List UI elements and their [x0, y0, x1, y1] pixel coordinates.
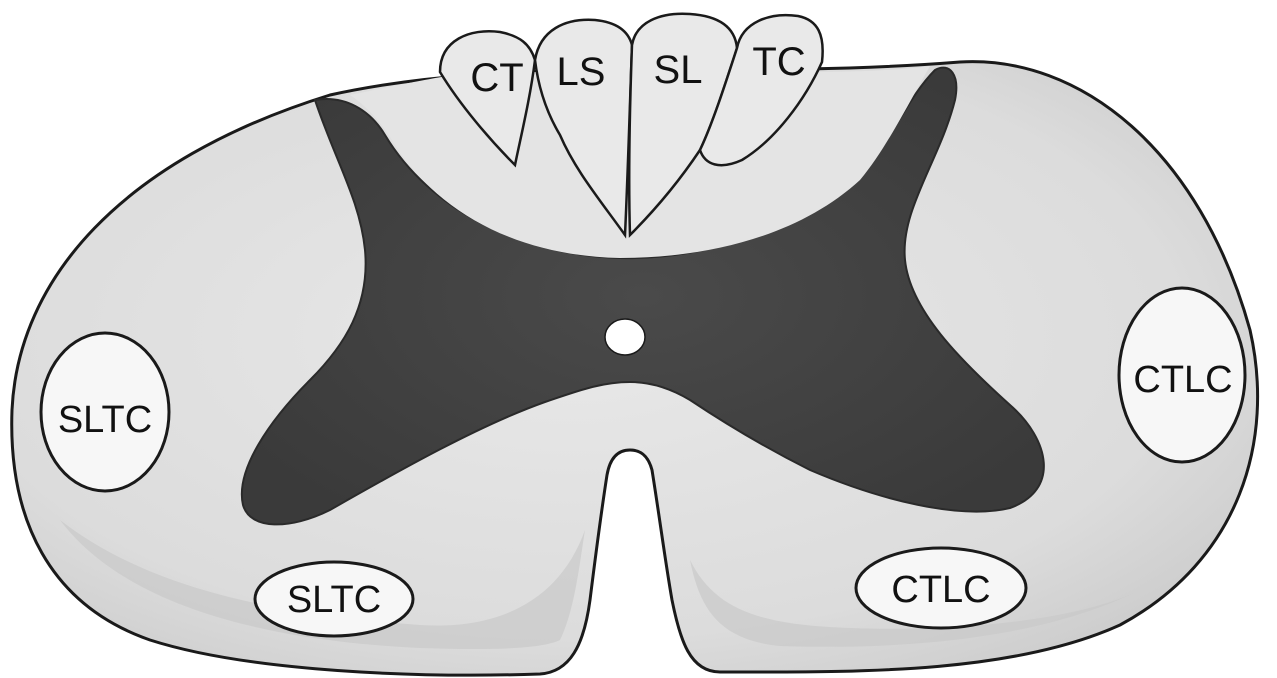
label-left-ventral: SLTC — [287, 579, 381, 621]
central-canal — [605, 319, 645, 355]
label-right-ventral: CTLC — [891, 569, 990, 611]
label-ls: LS — [557, 50, 606, 94]
label-left-lateral: SLTC — [58, 399, 152, 441]
label-sl: SL — [654, 48, 703, 92]
label-right-lateral: CTLC — [1133, 359, 1232, 401]
label-tc: TC — [752, 40, 805, 84]
label-ct: CT — [470, 56, 523, 100]
